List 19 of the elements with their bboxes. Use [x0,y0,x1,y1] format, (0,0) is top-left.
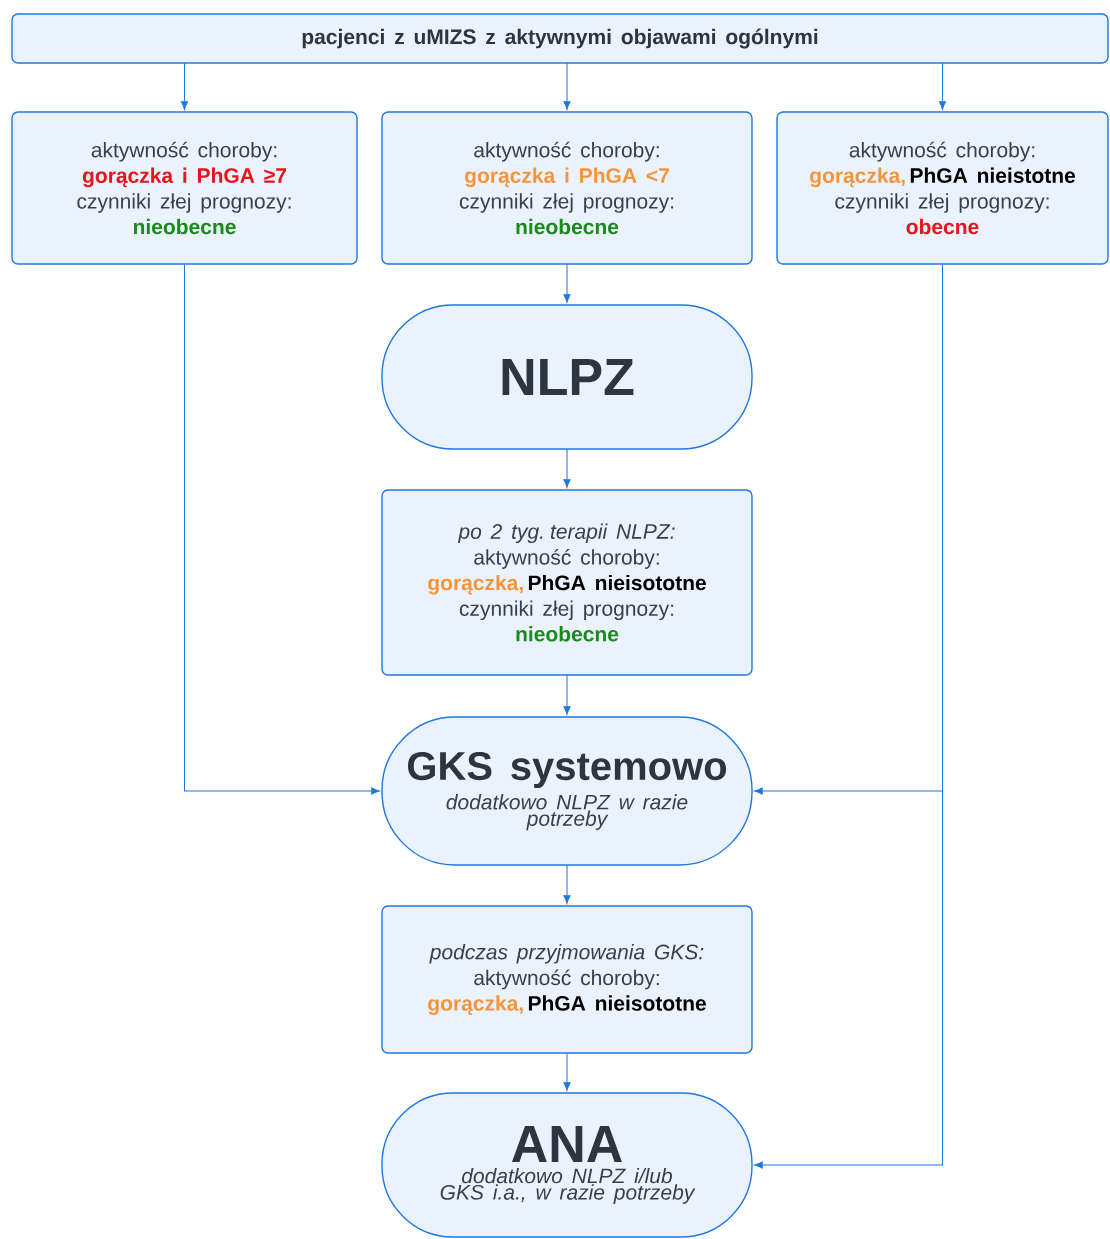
rounded-terminal: ANA dodatkowo NLPZ i/lub GKS i.a., w razie potrzeby [381,1092,753,1238]
arrow [563,448,571,488]
arrow [563,864,571,904]
arrow [754,264,943,1169]
process-box: aktywność choroby: gorączka i PhGA <7 czynniki złej prognozy: nieobecne [381,111,753,265]
process-box: aktywność choroby: gorączka, PhGA nieistotne czynniki złej prognozy: obecne [776,111,1109,265]
arrow [938,62,947,110]
arrow [563,263,571,303]
header-band: pacjenci z uMIZS z aktywnymi objawami ogólnymi [11,13,1109,64]
process-box: po 2 tyg. terapii NLPZ: aktywność choroby: gorączka, PhGA nieisototne czynniki złej prognozy: nieobecne [381,489,753,676]
rounded-terminal: NLPZ [381,304,753,450]
process-box: podczas przyjmowania GKS: aktywność choroby: gorączka, PhGA nieisototne [381,905,753,1054]
process-box: aktywność choroby: gorączka i PhGA ≥7 czynniki złej prognozy: nieobecne [11,111,358,265]
arrow [180,62,189,110]
arrow [563,674,571,715]
rounded-terminal: GKS systemowo dodatkowo NLPZ w razie potrzeby [381,716,753,866]
arrow [563,1052,571,1091]
arrow [563,62,571,110]
arrow [184,264,380,795]
